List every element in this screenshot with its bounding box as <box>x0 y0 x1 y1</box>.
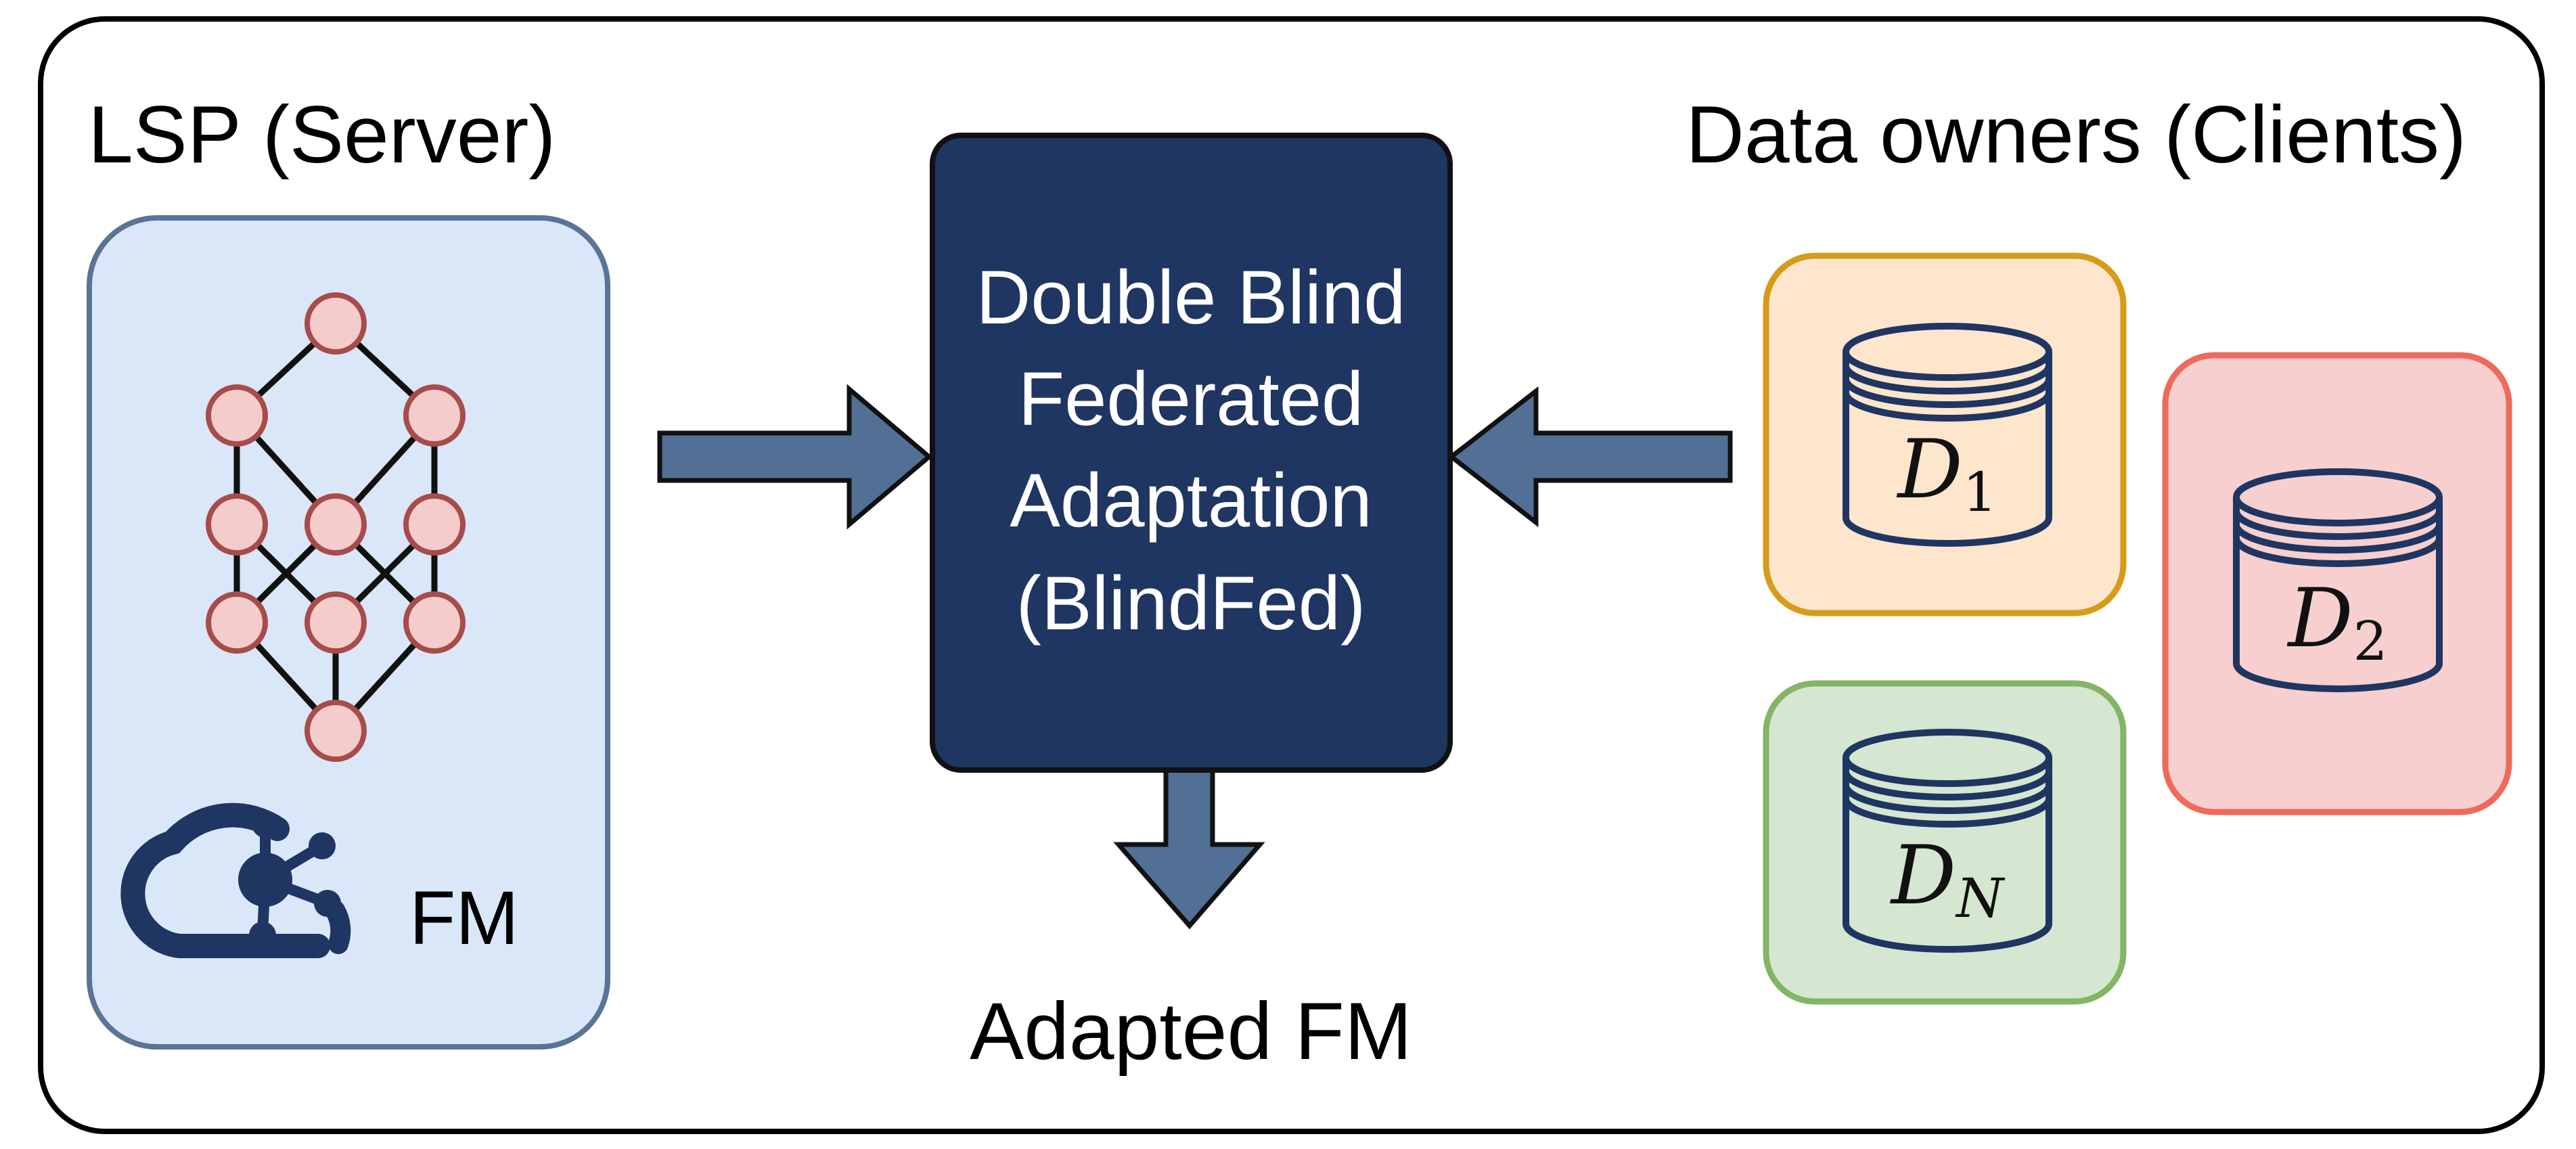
nn-node <box>304 292 367 355</box>
database-icon <box>2233 468 2443 692</box>
nn-node <box>206 384 268 447</box>
client-2-dataset-subscript: 2 <box>2353 610 2388 673</box>
server-title: LSP (Server) <box>88 89 556 180</box>
nn-node <box>403 384 466 447</box>
process-line-3: Adaptation <box>1010 458 1372 543</box>
nn-node <box>403 493 466 556</box>
nn-node <box>304 700 367 762</box>
client-2-dataset-name: D <box>2286 572 2353 666</box>
arrow-server-to-process <box>657 384 933 530</box>
client-n-dataset-subscript: N <box>1955 867 2006 930</box>
process-line-4: (BlindFed) <box>1016 561 1366 646</box>
svg-text:D1: D1 <box>1896 423 1997 524</box>
database-icon <box>1843 729 2052 953</box>
svg-text:DN: DN <box>1890 829 2006 930</box>
nn-node <box>403 591 466 654</box>
clients-title: Data owners (Clients) <box>1686 89 2466 180</box>
process-line-2: Federated <box>1018 357 1364 441</box>
fm-label: FM <box>409 876 519 960</box>
client-1-dataset-name: D <box>1896 423 1962 517</box>
arrow-clients-to-process <box>1447 386 1733 528</box>
nn-node <box>304 493 367 556</box>
blindfed-process-box <box>930 133 1453 773</box>
arrow-process-to-output <box>1113 765 1265 930</box>
nn-node <box>304 591 367 654</box>
client-n-dataset-name: D <box>1890 829 1956 923</box>
client-n-card: DN <box>1763 680 2127 1005</box>
client-1-dataset-subscript: 1 <box>1963 461 1997 524</box>
svg-text:D2: D2 <box>2286 572 2387 673</box>
cloud-network-icon <box>120 803 351 958</box>
process-line-1: Double Blind <box>976 255 1405 340</box>
database-icon <box>1843 323 2052 547</box>
output-label: Adapted FM <box>970 986 1412 1077</box>
nn-node <box>206 591 268 654</box>
neural-network-nodes <box>206 292 466 762</box>
client-1-card: D1 <box>1763 252 2127 616</box>
nn-node <box>206 493 268 556</box>
client-2-card: D2 <box>2162 352 2512 815</box>
